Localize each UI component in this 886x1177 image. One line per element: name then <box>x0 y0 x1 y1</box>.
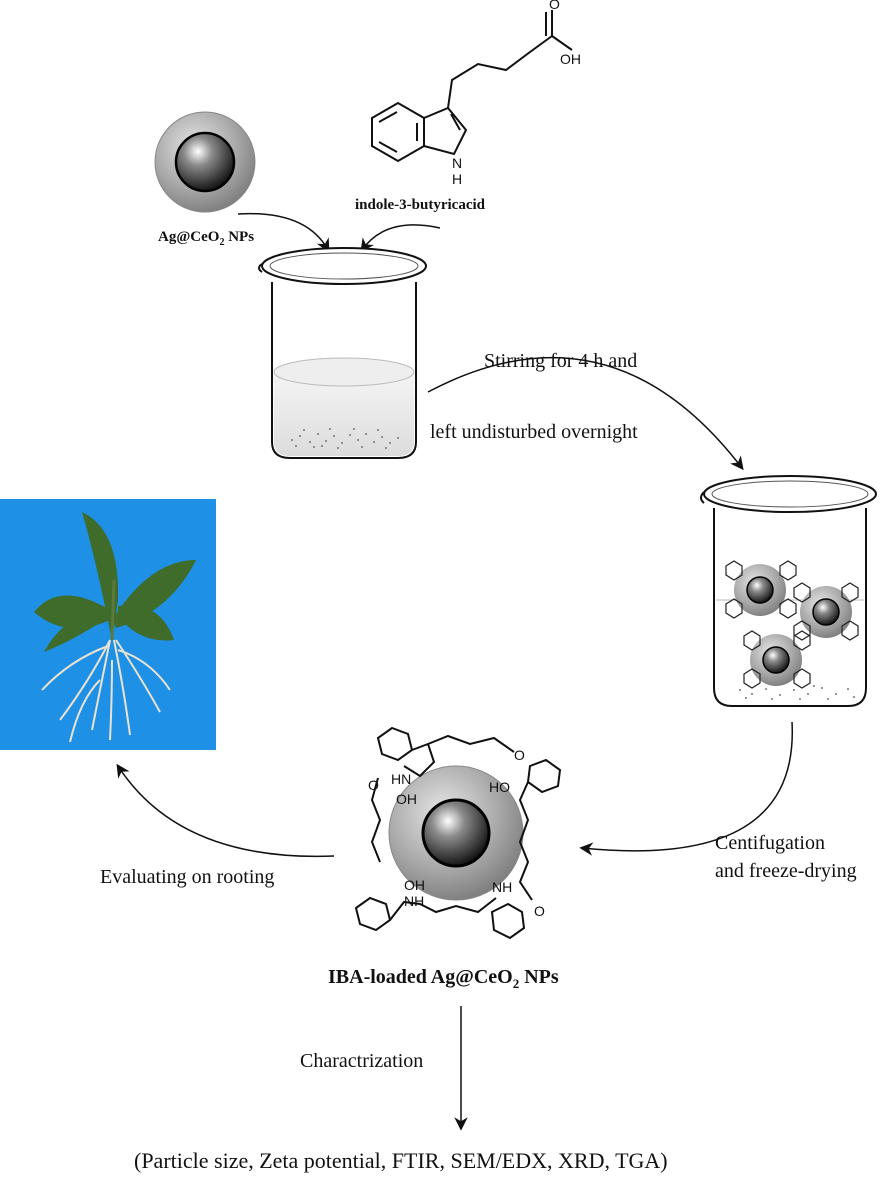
iba-carbonyl-o: O <box>549 0 560 12</box>
product-ho-right: HO <box>489 779 510 795</box>
ag-ceo2-nanoparticle-icon <box>154 111 256 213</box>
evaluating-step: Evaluating on rooting <box>100 866 275 888</box>
product-o-top: O <box>514 747 525 763</box>
centrifugation-step-line2: and freeze-drying <box>715 860 857 882</box>
iba-h-label: H <box>452 171 462 187</box>
mixing-beaker-icon <box>258 247 427 459</box>
product-o-left: O <box>368 777 379 793</box>
product-o-bottom: O <box>534 903 545 919</box>
product-hn-top: HN <box>391 771 411 787</box>
product-oh-left: OH <box>396 791 417 807</box>
iba-label: indole-3-butyricacid <box>355 197 485 213</box>
loaded-beaker-icon <box>700 475 877 707</box>
iba-structure-icon <box>371 10 573 163</box>
product-nh-bottom-right: NH <box>492 879 512 895</box>
stirring-step-line2: left undisturbed overnight <box>430 421 638 443</box>
stirring-arrow <box>427 356 744 471</box>
product-nh-bottom-left: NH <box>404 893 424 909</box>
product-oh-bottom: OH <box>404 877 425 893</box>
centrifugation-step-line1: Centifugation <box>715 832 825 854</box>
iba-n-label: N <box>452 155 462 171</box>
centrifugation-arrow <box>579 721 793 856</box>
evaluating-arrow <box>116 763 335 858</box>
techniques-list: (Particle size, Zeta potential, FTIR, SE… <box>134 1148 668 1173</box>
iba-oh-label: OH <box>560 51 581 67</box>
loaded-particle-3 <box>743 630 811 689</box>
np-to-beaker-arrow <box>237 212 330 253</box>
stirring-step-line1: Stirring for 4 h and <box>484 350 638 372</box>
rooted-plant-photo <box>0 499 216 750</box>
iba-loaded-nanoparticle-icon <box>354 726 562 940</box>
product-label: IBA-loaded Ag@CeO2 NPs <box>328 966 559 991</box>
loaded-particle-1 <box>725 560 797 619</box>
iba-to-beaker-arrow <box>360 224 441 253</box>
characterization-step: Charactrization <box>300 1050 424 1072</box>
loaded-particle-2 <box>793 582 859 641</box>
np-label: Ag@CeO2 NPs <box>158 229 255 248</box>
